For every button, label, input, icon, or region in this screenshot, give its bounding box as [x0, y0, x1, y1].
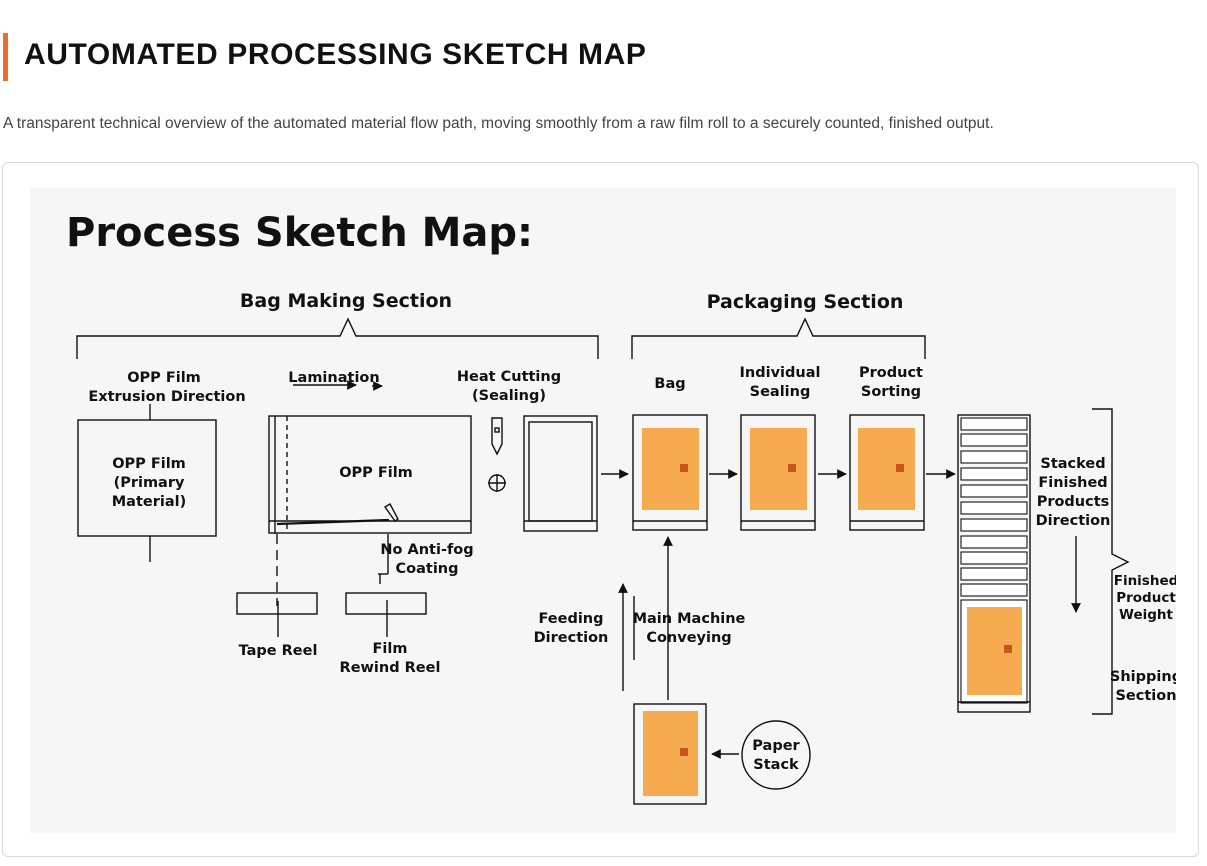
tape-reel-box	[236, 592, 318, 615]
bag-product	[642, 428, 699, 510]
no-antifog-line1: No Anti-fog	[380, 542, 473, 558]
opp-primary-box	[77, 419, 217, 537]
main-conveying-line2: Conveying	[646, 630, 731, 646]
bag-making-section-label: Bag Making Section	[240, 290, 452, 312]
bag-label: Bag	[654, 376, 685, 392]
opp-film-label: OPP Film	[339, 465, 413, 481]
process-sketch-svg: Process Sketch Map: Bag Making Section P…	[66, 210, 1182, 805]
title-accent-bar	[3, 33, 8, 81]
paper-stack-line1: Paper	[752, 738, 800, 754]
feeding-direction-line1: Feeding	[538, 611, 603, 627]
opp-primary-line1: OPP Film	[112, 456, 186, 472]
packaging-brace	[631, 317, 926, 359]
product-sorting-line1: Product	[859, 365, 923, 381]
paper-stack-line2: Stack	[753, 757, 799, 773]
sorting-product	[858, 428, 915, 510]
film-rewind-line1: Film	[373, 641, 408, 657]
stacked-line1: Stacked	[1040, 456, 1105, 472]
shipping-line2: Section	[1115, 688, 1176, 704]
page-subtitle: A transparent technical overview of the …	[3, 115, 994, 132]
stacked-line2: Finished	[1038, 475, 1107, 491]
film-rewind-box	[345, 592, 427, 615]
heat-cutting-line2: (Sealing)	[472, 388, 546, 404]
process-sketch-image: Process Sketch Map: Bag Making Section P…	[30, 188, 1182, 833]
feeding-direction-line2: Direction	[534, 630, 609, 646]
finished-weight-line2: Product	[1116, 590, 1176, 606]
main-conveying-line1: Main Machine	[633, 611, 746, 627]
stacked-product	[967, 607, 1022, 695]
paper-stack-circle	[741, 720, 811, 790]
finished-weight-brace	[1092, 408, 1130, 715]
film-rewind-line2: Rewind Reel	[340, 660, 441, 676]
stacked-line3: Products	[1037, 494, 1110, 510]
individual-sealing-line1: Individual	[740, 365, 821, 381]
shipping-line1: Shipping	[1110, 669, 1176, 685]
lamination-label: Lamination	[288, 370, 379, 386]
stacked-line4: Direction	[1036, 513, 1111, 529]
blade-icon	[383, 503, 399, 522]
feed-product	[643, 711, 698, 796]
cutter-icon	[491, 417, 503, 456]
sealing-product	[750, 428, 807, 510]
lamination-film-box	[268, 415, 472, 534]
tape-reel-label: Tape Reel	[239, 643, 318, 659]
paper-feed-frame	[633, 703, 707, 805]
heat-cut-frame	[523, 415, 598, 532]
finished-weight-line1: Finished	[1114, 573, 1176, 589]
opp-extrusion-line2: Extrusion Direction	[88, 389, 245, 405]
finished-weight-line3: Weight	[1119, 607, 1173, 623]
bag-frame	[632, 414, 708, 531]
sketch-title: Process Sketch Map:	[66, 210, 533, 256]
heat-cutting-line1: Heat Cutting	[457, 369, 561, 385]
opp-extrusion-line1: OPP Film	[127, 370, 201, 386]
figure-card: Process Sketch Map: Bag Making Section P…	[2, 162, 1199, 857]
stack-column	[957, 414, 1031, 713]
opp-primary-line2: (Primary	[114, 475, 185, 491]
bag-making-brace	[76, 317, 599, 359]
individual-sealing-line2: Sealing	[750, 384, 811, 400]
product-sorting-line2: Sorting	[861, 384, 921, 400]
page-header: AUTOMATED PROCESSING SKETCH MAP	[0, 30, 1207, 82]
opp-primary-line3: Material)	[112, 494, 186, 510]
packaging-section-label: Packaging Section	[707, 291, 904, 313]
no-antifog-line2: Coating	[396, 561, 459, 577]
product-sorting-frame	[849, 414, 925, 531]
page-title: AUTOMATED PROCESSING SKETCH MAP	[24, 38, 647, 71]
individual-sealing-frame	[740, 414, 816, 531]
product-fills	[642, 428, 1022, 796]
